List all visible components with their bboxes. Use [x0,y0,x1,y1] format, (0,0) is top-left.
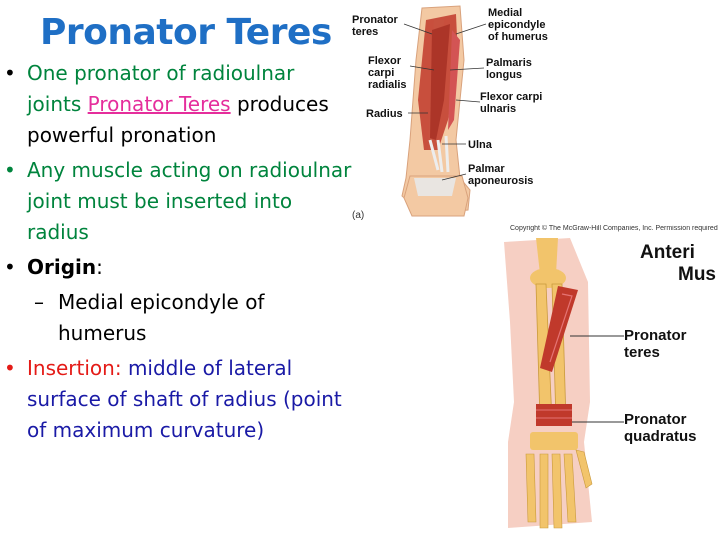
bullet-insertion-rule: • Any muscle acting on radioulnar joint … [0,155,352,248]
bullet-pronator-role: • One pronator of radioulnar joints Pron… [0,58,352,151]
bullet-list: • One pronator of radioulnar joints Pron… [0,58,352,450]
bullet-dot: • [4,158,16,182]
sub-bullet-text: Medial epicondyle of humerus [58,290,265,345]
label-pronator-teres-line2: teres [624,343,660,361]
figure-title-line1: Anteri [640,242,695,263]
bullet-dot: • [4,356,16,380]
label-pronator-teres-line1: Pronator [352,14,399,26]
panel-letter: (a) [352,210,364,220]
label-radius: Radius [366,108,403,120]
origin-colon: : [96,255,103,279]
label-palmaris-longus-line1: Palmaris [486,57,532,69]
label-pronator-teres: Pronator teres [624,327,687,361]
bullet-insertion: • Insertion: middle of lateral surface o… [0,353,352,446]
bullet-dot: • [4,61,16,85]
label-pronator-quadratus: Pronator quadratus [624,411,697,445]
label-flexor-carpi-radialis-line2: carpi [368,67,394,79]
figure-title: Anteri Mus [640,242,720,286]
forearm-muscles-figure: Pronator teres Flexor carpi radialis Rad… [352,5,548,220]
label-flexor-carpi-ulnaris-line1: Flexor carpi [480,91,542,103]
figure-title-line2: Mus [678,263,716,285]
label-flexor-carpi-radialis-line1: Flexor [368,55,402,67]
origin-label: Origin [27,255,97,279]
insertion-text: middle of lateral surface of shaft of ra… [27,356,342,442]
bullet-dot: • [4,255,16,279]
label-pronator-teres-line2: teres [352,26,378,38]
sub-bullet-dash: – [34,290,44,314]
bullet-text-before: One pronator of radioulnar joints [27,61,295,116]
label-medial-epicondyle-line3: of humerus [488,31,548,43]
sub-bullet-origin: – Medial epicondyle of humerus [0,287,352,349]
bullet-text: Any muscle acting on radioulnar joint mu… [27,158,352,244]
label-ulna: Ulna [468,139,493,151]
label-palmaris-longus-line2: longus [486,69,522,81]
label-pronator-teres-line1: Pronator [624,327,687,344]
slide-title: Pronator Teres [40,12,332,53]
label-flexor-carpi-ulnaris-line2: ulnaris [480,103,516,115]
label-medial-epicondyle-line1: Medial [488,7,522,19]
pronator-teres-link[interactable]: Pronator Teres [87,92,231,116]
label-flexor-carpi-radialis-line3: radialis [368,79,407,91]
label-pronator-quadratus-line1: Pronator [624,411,687,428]
bullet-text-after: produces powerful pronation [27,92,329,147]
label-pronator-quadratus-line2: quadratus [624,427,697,445]
label-palmar-aponeurosis-line2: aponeurosis [468,175,533,187]
insertion-label: Insertion: [27,356,128,380]
copyright-notice: Copyright © The McGraw-Hill Companies, I… [510,225,718,232]
anterior-forearm-figure [500,234,720,540]
label-medial-epicondyle-line2: epicondyle [488,19,545,31]
label-palmar-aponeurosis-line1: Palmar [468,163,505,175]
bullet-origin: • Origin: [0,252,352,283]
